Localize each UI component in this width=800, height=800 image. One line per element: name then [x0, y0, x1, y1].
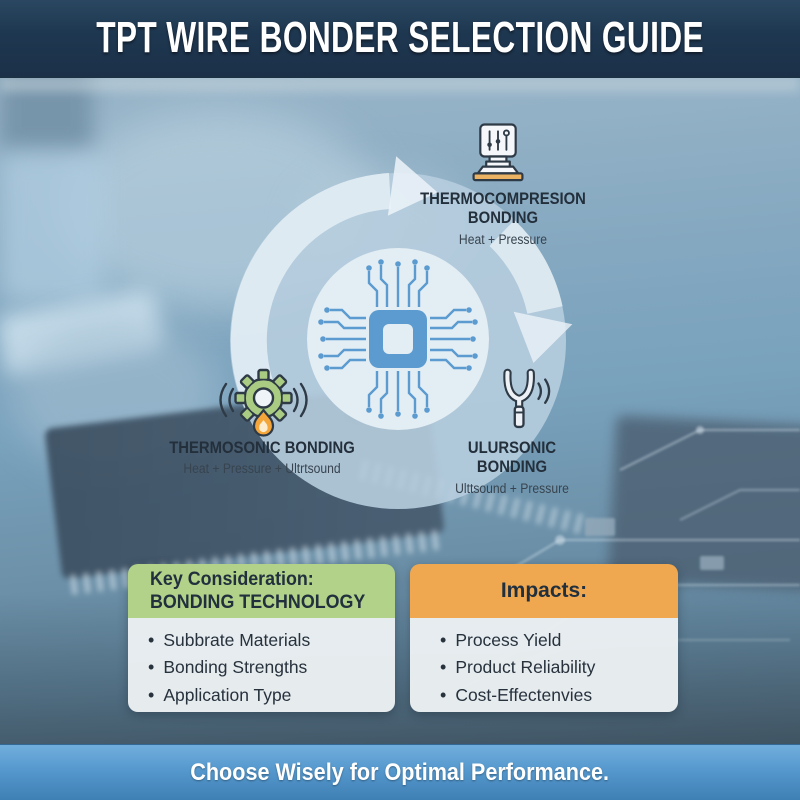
consideration-item: Application Type [163, 684, 292, 705]
node-title: THERMOCOMPRESION BONDING [420, 190, 586, 228]
consideration-item: Bonding Strengths [163, 657, 308, 678]
node-title: ULURSONIC BONDING [467, 439, 557, 477]
bullet-icon: • [148, 684, 155, 705]
considerations-card-header: Key Consideration: BONDING TECHNOLOGY [128, 564, 395, 618]
header-bar: TPT WIRE BONDER SELECTION GUIDE [0, 0, 800, 78]
background-blur-blob [0, 152, 105, 302]
microchip-icon [316, 257, 478, 421]
list-item: • Cost-Effectenvies [440, 682, 664, 709]
node-subtitle: Heat + Pressure [458, 231, 548, 247]
bullet-icon: • [440, 630, 447, 650]
impact-item: Cost-Effectenvies [455, 684, 593, 705]
node-ultrasonic: ULURSONIC BONDING Ulttsound + Pressure [438, 439, 586, 496]
impacts-card: Impacts: • Process Yield • Product Relia… [410, 564, 678, 712]
bullet-icon: • [440, 657, 447, 678]
flame-icon [252, 408, 275, 437]
node-thermocompression: THERMOCOMPRESION BONDING Heat + Pressure [413, 190, 593, 247]
node-subtitle: Heat + Pressure + Ultrtsound [183, 461, 341, 477]
background-light-band [0, 76, 800, 92]
list-item: • Application Type [148, 682, 381, 709]
list-item: • Bonding Strengths [148, 654, 381, 681]
consideration-item: Subbrate Materials [163, 630, 311, 650]
card-header-line1: Key Consideration: [150, 568, 314, 590]
footer-tagline: Choose Wisely for Optimal Performance. [190, 759, 610, 786]
card-header-text: Impacts: [500, 579, 588, 602]
impacts-card-body: • Process Yield • Product Reliability • … [410, 618, 678, 712]
gear-flame-icon [219, 368, 308, 437]
impacts-card-header: Impacts: [410, 564, 678, 618]
card-header-line2: BONDING TECHNOLOGY [150, 592, 366, 613]
footer-bar: Choose Wisely for Optimal Performance. [0, 744, 800, 800]
impact-item: Product Reliability [455, 657, 596, 678]
node-thermosonic: THERMOSONIC BONDING Heat + Pressure + Ul… [152, 439, 372, 476]
tuning-fork-icon [503, 368, 551, 429]
list-item: • Process Yield [440, 627, 664, 654]
page-title: TPT WIRE BONDER SELECTION GUIDE [96, 13, 704, 62]
bullet-icon: • [148, 657, 155, 678]
node-title: THERMOSONIC BONDING [169, 439, 355, 457]
bullet-icon: • [440, 684, 447, 705]
bonder-press-icon [472, 123, 524, 182]
node-subtitle: Ulttsound + Pressure [455, 480, 569, 496]
impact-item: Process Yield [455, 630, 562, 650]
clockwise-arrow-top-icon [230, 156, 438, 408]
list-item: • Subbrate Materials [148, 627, 381, 654]
considerations-card-body: • Subbrate Materials • Bonding Strengths… [128, 618, 395, 712]
list-item: • Product Reliability [440, 654, 664, 681]
considerations-card: Key Consideration: BONDING TECHNOLOGY • … [128, 564, 395, 712]
bullet-icon: • [148, 630, 155, 650]
clockwise-arrow-right-icon [489, 219, 573, 363]
